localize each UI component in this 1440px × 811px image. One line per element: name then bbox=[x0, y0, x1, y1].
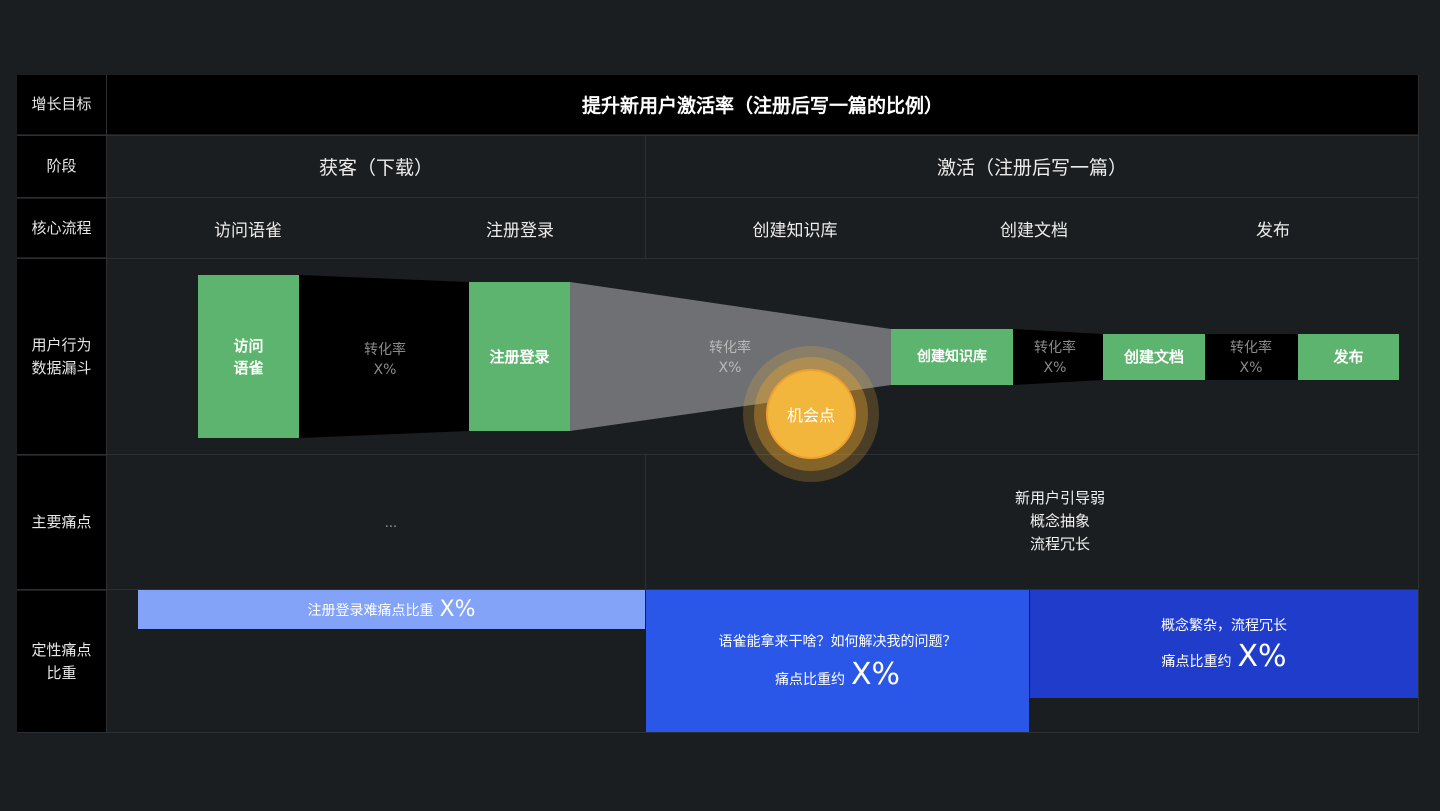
weight-bar-register: 注册登录难痛点比重 X% bbox=[138, 590, 645, 629]
rate-value: X% bbox=[718, 360, 742, 376]
funnel-box-create-doc: 创建文档 bbox=[1103, 334, 1205, 380]
goal-row bbox=[17, 75, 1418, 134]
weight-line: 痛点比重约 X% bbox=[1161, 639, 1286, 674]
pain-acquire: ... bbox=[384, 516, 398, 531]
funnel-segment-4 bbox=[1205, 334, 1298, 380]
divider bbox=[17, 258, 1418, 259]
flow-step-register: 注册登录 bbox=[486, 220, 554, 241]
stage-activate: 激活（注册后写一篇） bbox=[936, 157, 1127, 179]
flow-step-publish: 发布 bbox=[1256, 220, 1290, 241]
funnel-box-create-repo: 创建知识库 bbox=[891, 329, 1013, 385]
conversion-rate-3: 转化率 X% bbox=[1010, 338, 1100, 378]
flow-step-create-repo: 创建知识库 bbox=[752, 220, 838, 241]
conversion-rate-4: 转化率 X% bbox=[1206, 338, 1296, 378]
rate-value: X% bbox=[373, 362, 397, 378]
opportunity-marker[interactable]: 机会点 bbox=[766, 369, 856, 459]
opportunity-label: 机会点 bbox=[786, 406, 835, 425]
funnel-label: 用户行为 数据漏斗 bbox=[17, 259, 106, 454]
rate-label: 转化率 bbox=[1230, 340, 1272, 356]
weight-bar-concept: 概念繁杂，流程冗长 痛点比重约 X% bbox=[1030, 590, 1418, 698]
divider bbox=[17, 454, 1418, 455]
stage-divider bbox=[645, 455, 646, 590]
weight-value: X% bbox=[439, 597, 476, 622]
weight-value: X% bbox=[850, 656, 901, 692]
pain-item: 新用户引导弱 bbox=[1014, 489, 1105, 507]
pain-label: 主要痛点 bbox=[17, 456, 106, 589]
goal-title: 提升新用户激活率（注册后写一篇的比例） bbox=[581, 95, 943, 117]
funnel-box-publish: 发布 bbox=[1298, 334, 1399, 380]
flow-step-create-doc: 创建文档 bbox=[1000, 220, 1068, 241]
divider bbox=[17, 197, 1418, 198]
pain-item: 流程冗长 bbox=[1029, 535, 1090, 553]
weight-question: 语雀能拿来干啥？如何解决我的问题？ bbox=[718, 633, 957, 650]
divider bbox=[106, 75, 107, 733]
stage-divider bbox=[645, 136, 646, 258]
divider bbox=[17, 135, 1418, 136]
conversion-rate-2: 转化率 X% bbox=[680, 338, 780, 378]
weight-question: 概念繁杂，流程冗长 bbox=[1161, 617, 1287, 634]
funnel-segment-1 bbox=[299, 275, 469, 438]
divider bbox=[17, 732, 1418, 733]
conversion-rate-1: 转化率 X% bbox=[335, 340, 435, 380]
stage-label: 阶段 bbox=[17, 136, 106, 197]
flow-step-visit: 访问语雀 bbox=[214, 220, 282, 241]
rate-label: 转化率 bbox=[709, 340, 751, 356]
funnel-box-register: 注册登录 bbox=[469, 282, 570, 431]
rate-value: X% bbox=[1043, 360, 1067, 376]
weight-line: 痛点比重约 X% bbox=[775, 657, 900, 692]
funnel-box-visit: 访问 语雀 bbox=[198, 275, 299, 438]
weight-bar-purpose: 语雀能拿来干啥？如何解决我的问题？ 痛点比重约 X% bbox=[646, 590, 1029, 732]
flow-label: 核心流程 bbox=[17, 199, 106, 257]
pain-item: 概念抽象 bbox=[1029, 512, 1090, 530]
stage-acquire: 获客（下载） bbox=[318, 157, 433, 179]
goal-label: 增长目标 bbox=[17, 75, 106, 134]
weight-value: X% bbox=[1237, 638, 1287, 674]
pain-activate-list: 新用户引导弱 概念抽象 流程冗长 bbox=[960, 487, 1160, 556]
weight-label: 定性痛点 比重 bbox=[17, 591, 106, 732]
divider bbox=[17, 589, 1418, 590]
funnel-segment-3 bbox=[1013, 329, 1103, 385]
weight-text: 痛点比重约 bbox=[774, 671, 845, 688]
weight-text: 痛点比重约 bbox=[1161, 653, 1232, 670]
weight-text: 注册登录难痛点比重 bbox=[307, 602, 434, 619]
rate-value: X% bbox=[1239, 360, 1263, 376]
rate-label: 转化率 bbox=[364, 342, 406, 358]
divider bbox=[1418, 75, 1419, 733]
rate-label: 转化率 bbox=[1034, 340, 1076, 356]
